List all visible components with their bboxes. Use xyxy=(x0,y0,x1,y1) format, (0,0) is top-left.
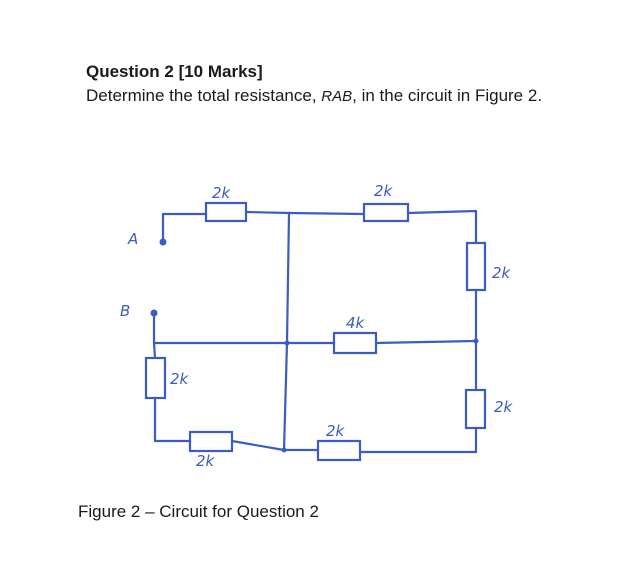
resistor-bottom-left xyxy=(188,430,234,453)
question-text-end: , in the circuit in Figure 2. xyxy=(352,86,543,105)
resistor-right-lower xyxy=(464,388,487,430)
junction-right xyxy=(473,338,479,344)
wire-b-lead xyxy=(152,311,157,360)
wire-top-left xyxy=(244,210,291,215)
wire-a-lead xyxy=(161,212,208,244)
question-text: Determine the total resistance, RAB, in … xyxy=(86,86,542,106)
wire-left-bottom xyxy=(153,396,192,443)
wire-top-right xyxy=(406,209,478,245)
resistor-label-bottom-left: 2k xyxy=(196,452,216,470)
question-text-start: Determine the total resistance, xyxy=(86,86,322,105)
resistor-right-upper xyxy=(465,241,487,292)
resistor-label-top-left: 2k xyxy=(212,184,232,202)
resistor-bottom-right xyxy=(316,439,362,462)
resistor-top-left xyxy=(204,201,248,223)
junction-center xyxy=(284,340,290,346)
rab-symbol: RAB xyxy=(321,88,353,105)
resistor-label-right-upper: 2k xyxy=(492,264,512,282)
wire-bottom-left xyxy=(230,439,286,452)
resistor-label-top-right: 2k xyxy=(374,182,394,200)
terminal-a xyxy=(159,238,167,246)
wire-center-vertical xyxy=(282,211,291,452)
junction-bottom xyxy=(281,447,287,453)
resistor-label-bottom-right: 2k xyxy=(326,422,346,440)
node-b-label: B xyxy=(120,302,130,320)
wire-top-mid xyxy=(287,211,366,216)
terminal-b xyxy=(150,309,158,317)
wire-right-bottom xyxy=(358,426,478,454)
resistor-middle xyxy=(332,331,378,355)
question-title: Question 2 [10 Marks] xyxy=(86,62,263,81)
node-a-label: A xyxy=(127,230,138,248)
wire-middle-right-b xyxy=(374,339,478,345)
resistor-left xyxy=(144,356,167,400)
resistor-label-right-lower: 2k xyxy=(494,398,514,416)
figure-caption: Figure 2 – Circuit for Question 2 xyxy=(78,502,319,521)
resistor-label-left: 2k xyxy=(170,370,190,388)
resistor-top-right xyxy=(362,202,410,223)
resistor-label-middle: 4k xyxy=(346,314,366,332)
